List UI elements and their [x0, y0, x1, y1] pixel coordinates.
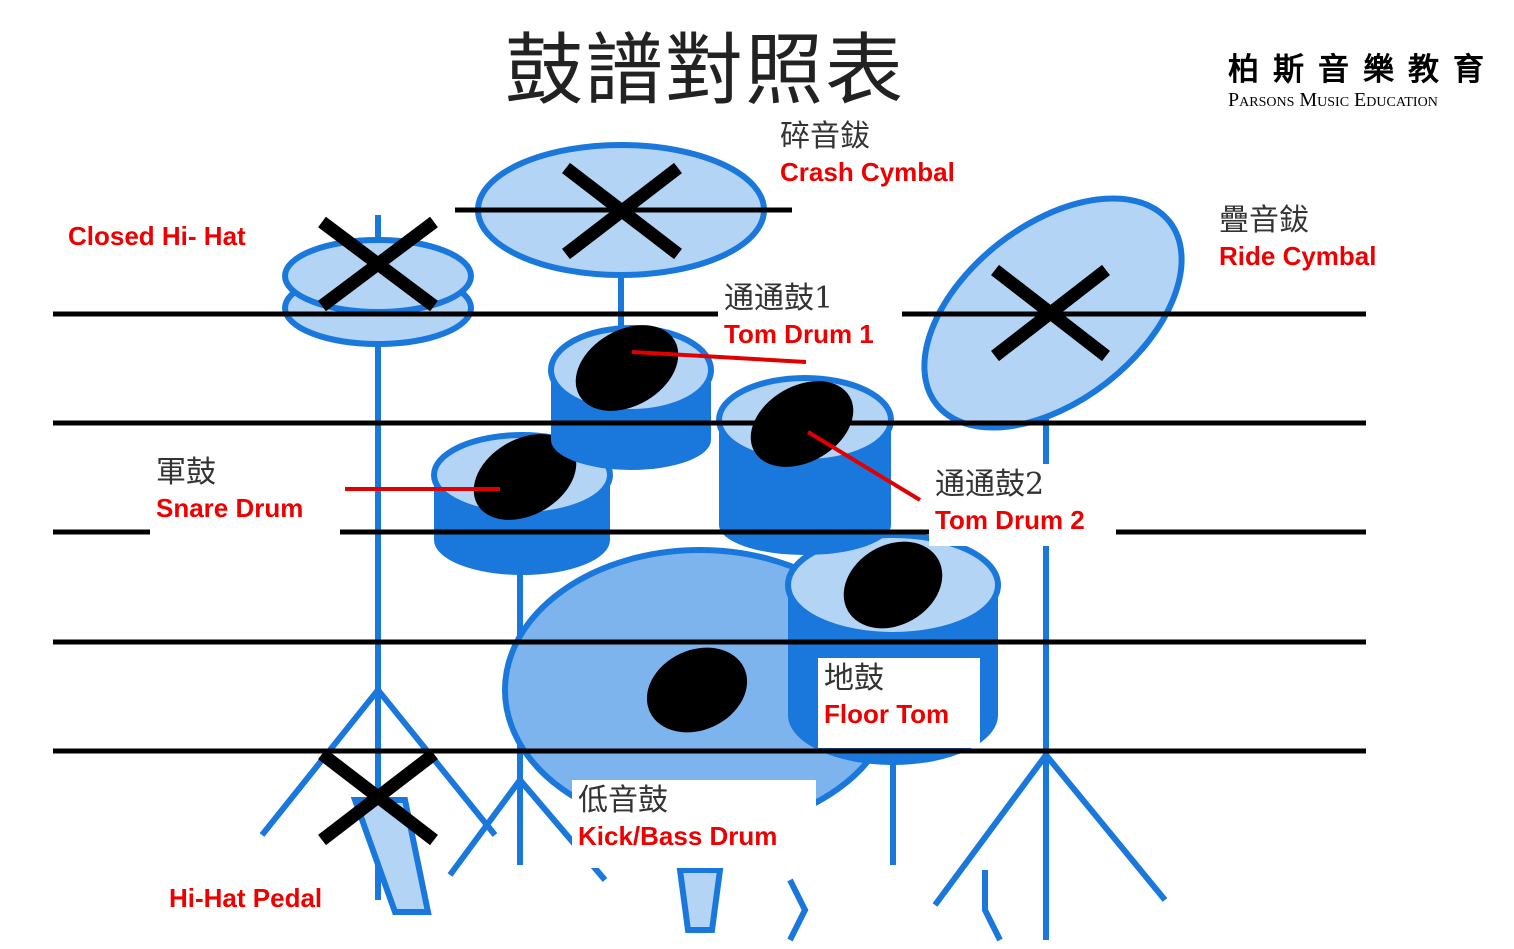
label-hihat-pedal: Hi-Hat Pedal: [163, 880, 328, 917]
logo-chinese: 柏斯音樂教育: [1228, 52, 1498, 88]
label-tom2: 通通鼓2 Tom Drum 2: [929, 464, 1116, 546]
label-en: Floor Tom: [824, 698, 950, 729]
label-en: Snare Drum: [156, 492, 304, 523]
label-kick: 低音鼓 Kick/Bass Drum: [572, 780, 816, 868]
x-noteheads: [318, 162, 1110, 846]
label-ride: 疊音鈸 Ride Cymbal: [1213, 200, 1383, 274]
label-en: Closed Hi- Hat: [68, 221, 246, 251]
label-zh: 疊音鈸: [1219, 203, 1309, 238]
label-zh: 地鼓: [824, 661, 884, 696]
hihat-cymbal: [282, 237, 474, 347]
label-zh: 碎音鈸: [780, 119, 870, 154]
label-en: Kick/Bass Drum: [578, 820, 778, 851]
label-en: Hi-Hat Pedal: [169, 883, 323, 913]
label-zh: 低音鼓: [578, 783, 668, 818]
label-tom1: 通通鼓1 Tom Drum 1: [718, 278, 902, 352]
page-title: 鼓譜對照表: [505, 26, 906, 116]
label-en: Tom Drum 2: [935, 504, 1085, 535]
tom-drum-1: [548, 325, 714, 470]
label-zh: 軍鼓: [156, 455, 216, 490]
label-zh: 通通鼓1: [724, 281, 834, 316]
hihat-pedal: [350, 797, 432, 915]
label-en: Tom Drum 1: [724, 318, 874, 349]
tom-drum-2: [716, 375, 894, 555]
logo: 柏斯音樂教育 Parsons Music Education: [1228, 44, 1498, 112]
label-snare: 軍鼓 Snare Drum: [150, 452, 340, 538]
bass-drum-pedal: [676, 867, 724, 933]
label-floor-tom: 地鼓 Floor Tom: [818, 658, 980, 748]
logo-english: Parsons Music Education: [1228, 89, 1438, 111]
pointer-lines: [345, 350, 922, 502]
label-zh: 通通鼓2: [935, 467, 1045, 502]
label-hihat: Closed Hi- Hat: [62, 218, 252, 255]
label-en: Ride Cymbal: [1219, 240, 1377, 271]
label-en: Crash Cymbal: [780, 156, 955, 187]
label-crash: 碎音鈸 Crash Cymbal: [774, 116, 961, 190]
